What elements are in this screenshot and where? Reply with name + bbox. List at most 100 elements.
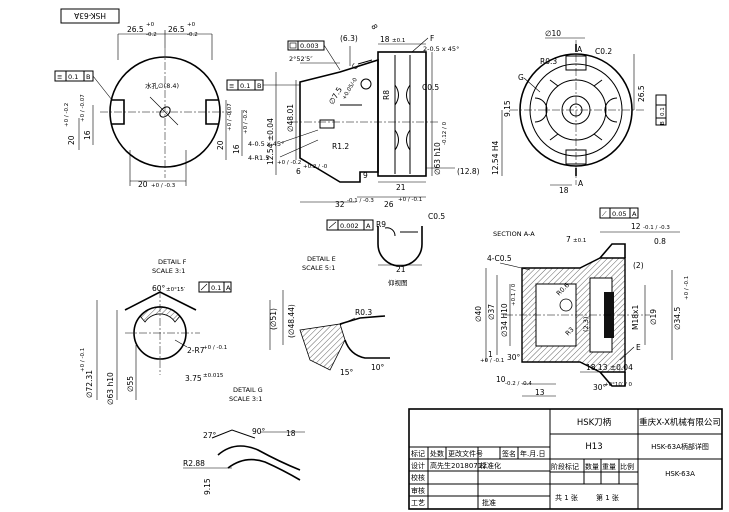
rev-header-date: 年.月.日 bbox=[520, 449, 545, 458]
tol: +0 / -0.1 bbox=[203, 345, 227, 351]
section-a-a-title: SECTION A-A bbox=[493, 230, 535, 238]
end-view: A A ∅10 C0.2 R0.3 G 9.15 26.5 12.54 H4 1… bbox=[491, 29, 667, 195]
dim-r3: R3 bbox=[564, 326, 576, 338]
tol: ±0.1 bbox=[573, 238, 586, 244]
dim-c0-2: C0.2 bbox=[595, 47, 612, 56]
tol: +0 / -0.2 bbox=[64, 103, 70, 127]
tol: +0 / -0.07 bbox=[80, 94, 86, 122]
rev-header-doc: 更改文件号 bbox=[448, 449, 483, 458]
dim-27-deg: 27° bbox=[203, 431, 217, 440]
dim-chamfer-2: 2-0.5 x 45° bbox=[423, 45, 459, 53]
dim-7-5: ∅7.5 bbox=[327, 85, 344, 106]
dim-9-15-g: 9.15 bbox=[203, 478, 212, 495]
dim-48-44: (∅48.44) bbox=[287, 304, 296, 338]
dim-r9: R9 bbox=[376, 220, 386, 229]
dim-c0-5: C0.5 bbox=[422, 83, 439, 92]
label-detail-e: E bbox=[636, 343, 641, 352]
dim-r2-88: R2.88 bbox=[183, 459, 205, 468]
gdt-frame-front: ≡ 0.1 B bbox=[54, 70, 113, 101]
approve-label: 批准 bbox=[482, 498, 496, 507]
dim-1: 1 bbox=[488, 350, 493, 359]
dim-18: 18 bbox=[380, 35, 390, 44]
dim-front-left-16: 16 bbox=[83, 130, 92, 140]
dim-m18x1: M18x1 bbox=[631, 305, 640, 330]
dim-4-c0-5: 4-C0.5 bbox=[487, 254, 512, 263]
detail-e-scale: SCALE 5:1 bbox=[302, 264, 335, 272]
detail-f-scale: SCALE 3:1 bbox=[152, 267, 185, 275]
tol: -0.2 / -0.4 bbox=[505, 381, 532, 387]
gdt-val: 0.1 bbox=[240, 82, 250, 90]
company-name: 重庆X-X机械有限公司 bbox=[639, 417, 721, 428]
dim-front-right-20: 20 bbox=[216, 140, 225, 150]
tol: +0 / -0.3 bbox=[151, 183, 176, 189]
flange-body bbox=[377, 51, 427, 177]
material: H13 bbox=[585, 442, 602, 452]
gdt-datum: B bbox=[660, 121, 666, 125]
weight-header: 重量 bbox=[602, 463, 616, 471]
dim-9-15-end: 9.15 bbox=[503, 100, 512, 117]
dim-2: (2) bbox=[633, 261, 644, 270]
section-a-a: SECTION A-A ⟋ 0.05 A 4-C0.5 12 -0.1 / -0… bbox=[474, 207, 690, 397]
corner-label-text: HSK-63A bbox=[73, 11, 106, 20]
gdt-val: 0.1 bbox=[660, 107, 666, 116]
dim-front-top-left: 26.5 bbox=[127, 25, 144, 34]
detail-g: DETAIL G SCALE 3:1 90° 27° 18 R2.88 9.15 bbox=[183, 386, 305, 495]
detail-g-title: DETAIL G bbox=[233, 386, 263, 394]
tol: ±0°15′ bbox=[166, 287, 186, 293]
dim-7: 7 bbox=[566, 235, 571, 244]
sheet-total: 共 1 张 bbox=[555, 493, 578, 502]
dim-coolant-hole: 水孔∅(8.4) bbox=[145, 81, 179, 90]
dim-c0-5-lower: C0.5 bbox=[428, 212, 445, 221]
tol: ±0.1 bbox=[392, 38, 405, 44]
dim-30-deg-b: 30° bbox=[593, 383, 607, 392]
dim-12-8: (12.8) bbox=[457, 167, 480, 176]
main-view: 0.003 ≡ 0.1 B 0.002 A (6.3) 18 ±0.1 2°52… bbox=[226, 23, 480, 231]
dim-48-01: ∅48.01 bbox=[286, 104, 295, 132]
gdt-sym: ⟋ bbox=[602, 210, 607, 218]
dim-r0-3-end: R0.3 bbox=[540, 57, 557, 66]
dim-r0-3-e: R0.3 bbox=[355, 308, 372, 317]
tol: ±0.015 bbox=[203, 373, 224, 379]
gdt-flatness: 0.003 bbox=[287, 40, 341, 71]
tol: +0 / -0.07 bbox=[227, 103, 233, 131]
detail-f-title: DETAIL F bbox=[158, 258, 187, 266]
dim-taper-angle: 2°52′5″ bbox=[289, 55, 313, 63]
dim-d10: ∅10 bbox=[545, 29, 561, 38]
dim-18-g: 18 bbox=[286, 429, 296, 438]
tol: +0 / -0.1 bbox=[398, 197, 422, 203]
dim-9: 9 bbox=[363, 171, 368, 180]
gdt-detail-f: 0.1 A bbox=[198, 281, 232, 293]
dim-front-right-16: 16 bbox=[232, 144, 241, 154]
gdt-datum: A bbox=[366, 222, 371, 230]
tol: -0.2 bbox=[187, 32, 198, 38]
detail-e: DETAIL E SCALE 5:1 (∅51) (∅48.44) R0.3 1… bbox=[269, 255, 390, 377]
process-label: 工艺 bbox=[411, 499, 425, 507]
dim-34h10: ∅34 H10 bbox=[500, 303, 509, 337]
gdt-datum: B bbox=[86, 73, 90, 81]
dim-12-54-h4: 12.54 H4 bbox=[491, 141, 500, 175]
dim-63h10: ∅63 h10 bbox=[433, 142, 442, 175]
tol: -0.2 bbox=[146, 32, 157, 38]
gdt-val: 0.003 bbox=[300, 42, 319, 50]
tol: +0.2 / -0 bbox=[303, 164, 328, 170]
dim-18-13: 18.13 ±0.04 bbox=[586, 363, 633, 372]
gdt-val: 0.1 bbox=[68, 73, 78, 81]
bottom-view-caption: 仰视图 bbox=[388, 278, 408, 287]
tol: +0.1 / 0 bbox=[511, 283, 517, 306]
dim-12-54: 12.54 ±0.04 bbox=[266, 118, 275, 165]
taper-body bbox=[299, 58, 379, 183]
dim-21: 21 bbox=[396, 183, 406, 192]
designer-value: 高先生20180712 bbox=[430, 461, 487, 470]
dim-r8: R8 bbox=[382, 90, 391, 100]
dim-r1-2: R1.2 bbox=[332, 142, 349, 151]
designer-label: 设计 bbox=[411, 461, 425, 470]
dim-30-deg: 30° bbox=[507, 353, 521, 362]
dim-6-3: (6.3) bbox=[340, 34, 358, 43]
stage-header: 阶段标记 bbox=[551, 462, 579, 471]
review-label: 审核 bbox=[411, 486, 425, 495]
front-view: 26.5 +0 -0.2 26.5 +0 -0.2 水孔∅(8.4) ≡ 0.1… bbox=[54, 22, 249, 189]
tol: +0 bbox=[146, 22, 155, 28]
dim-32: 32 bbox=[335, 200, 345, 209]
section-mark-a-bottom: A bbox=[578, 179, 584, 188]
